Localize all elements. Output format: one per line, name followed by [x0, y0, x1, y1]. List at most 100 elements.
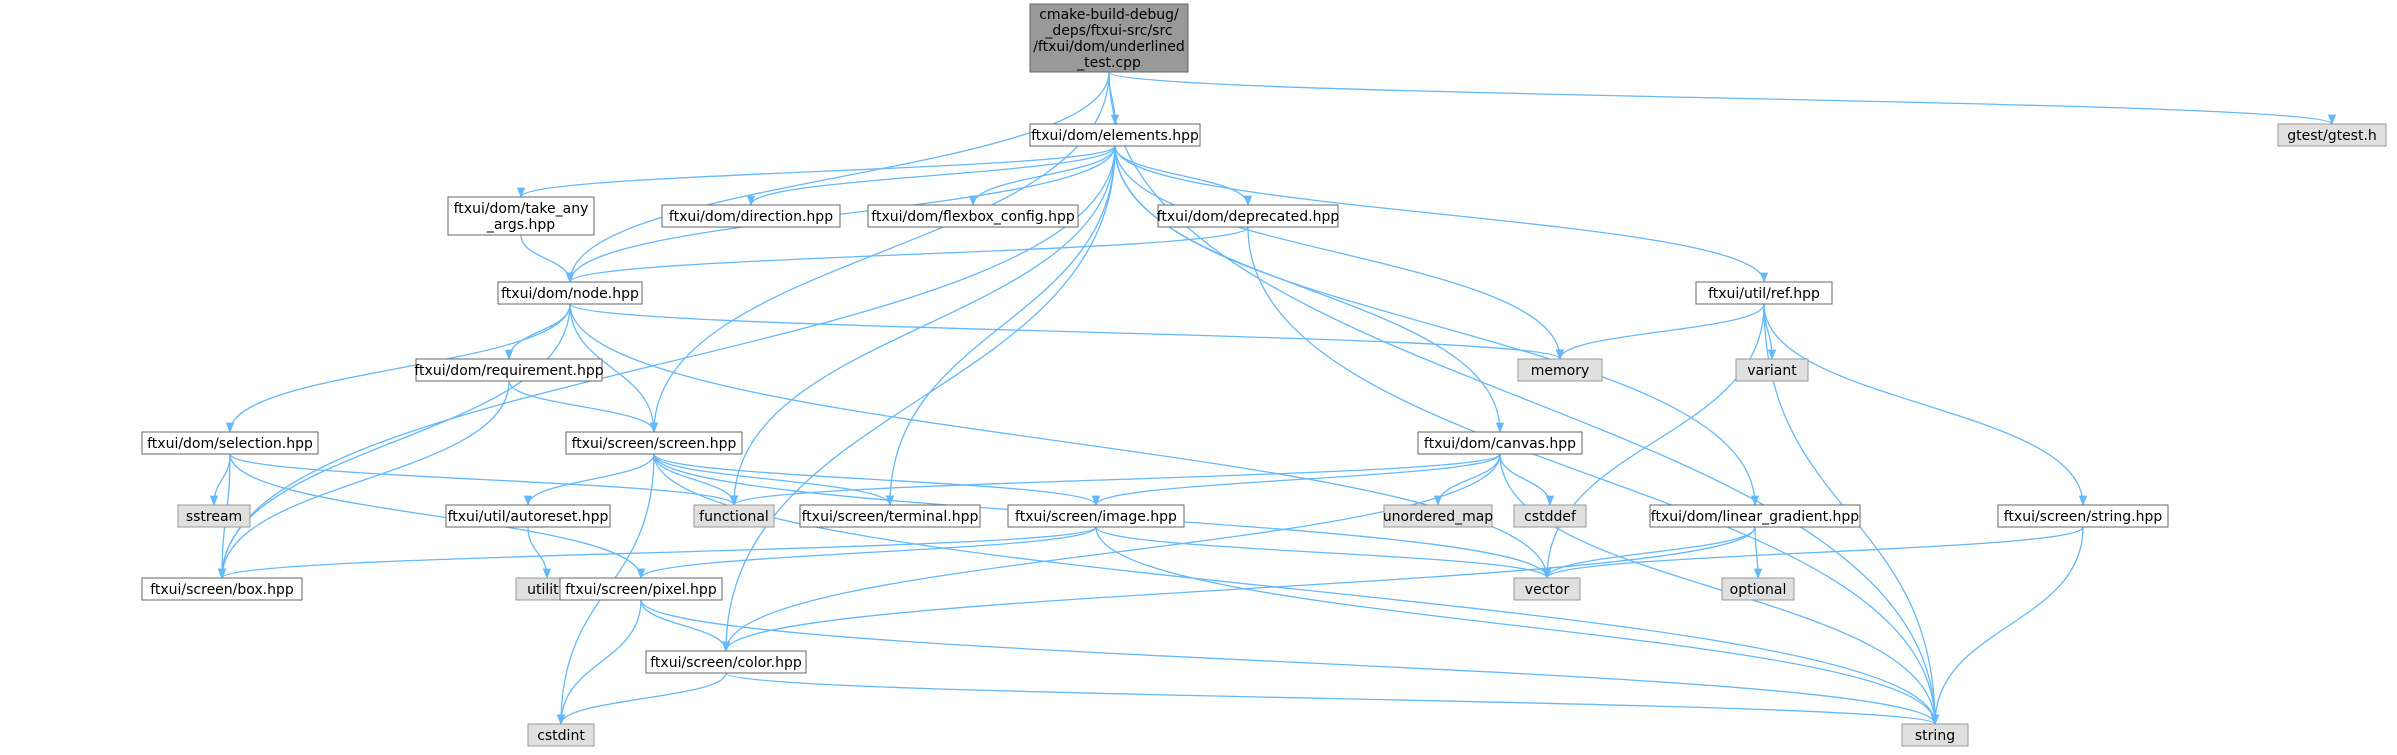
- node-elements[interactable]: ftxui/dom/elements.hpp: [1029, 123, 1201, 147]
- node-deprecated-box: [1157, 204, 1339, 228]
- edge-elements-to-terminal: [885, 145, 1116, 507]
- edge-deprecated-to-node: [566, 226, 1249, 284]
- node-gtest: gtest/gtest.h: [2277, 123, 2387, 147]
- node-vector-label-0: vector: [1525, 582, 1570, 598]
- node-functional: functional: [693, 504, 775, 528]
- node-elements-box: [1029, 123, 1201, 147]
- node-gtest-label-0: gtest/gtest.h: [2287, 128, 2377, 144]
- node-autoreset-label-0: ftxui/util/autoreset.hpp: [448, 509, 609, 525]
- node-functional-label-0: functional: [699, 509, 769, 525]
- node-string_hpp[interactable]: ftxui/screen/string.hpp: [1997, 504, 2169, 528]
- node-underlined_test-label-2: /ftxui/dom/underlined: [1033, 39, 1185, 55]
- edge-canvas-to-cstddef: [1499, 453, 1555, 507]
- node-autoreset[interactable]: ftxui/util/autoreset.hpp: [445, 504, 611, 528]
- edge-deprecated-to-string: [1247, 226, 1940, 726]
- node-node[interactable]: ftxui/dom/node.hpp: [497, 281, 643, 305]
- node-requirement-box: [415, 358, 603, 382]
- node-take_any_args-box: [447, 196, 595, 236]
- node-autoreset-box: [445, 504, 611, 528]
- node-string: string: [1901, 723, 1969, 747]
- node-take_any_args-label-1: _args.hpp: [486, 217, 555, 233]
- edge-linear_gradient-to-vector: [1542, 526, 1756, 580]
- edge-linear_gradient-to-color: [721, 526, 1756, 653]
- node-color-label-0: ftxui/screen/color.hpp: [650, 655, 802, 671]
- node-direction[interactable]: ftxui/dom/direction.hpp: [661, 204, 841, 228]
- edge-elements-to-memory: [1114, 145, 1565, 361]
- edge-node-to-box: [217, 303, 571, 580]
- edge-screen-to-terminal: [653, 453, 895, 507]
- node-box[interactable]: ftxui/screen/box.hpp: [141, 577, 303, 601]
- node-optional-label-0: optional: [1730, 582, 1787, 598]
- node-image[interactable]: ftxui/screen/image.hpp: [1007, 504, 1185, 528]
- edge-color-to-cstdint: [556, 672, 727, 726]
- node-unordered_map-label-0: unordered_map: [1383, 509, 1493, 525]
- node-underlined_test: cmake-build-debug/_deps/ftxui-src/src/ft…: [1029, 3, 1189, 73]
- node-terminal-box: [799, 504, 981, 528]
- node-linear_gradient[interactable]: ftxui/dom/linear_gradient.hpp: [1649, 504, 1861, 528]
- edge-node-to-requirement: [504, 303, 571, 361]
- edge-selection-to-functional: [229, 453, 738, 507]
- node-cstddef: cstddef: [1513, 504, 1587, 528]
- edge-elements-to-linear_gradient: [1114, 145, 1760, 507]
- node-direction-label-0: ftxui/dom/direction.hpp: [669, 209, 833, 225]
- node-linear_gradient-box: [1649, 504, 1861, 528]
- edge-elements-to-canvas: [1114, 145, 1505, 434]
- node-variant-label-0: variant: [1747, 363, 1797, 379]
- node-box-label-0: ftxui/screen/box.hpp: [150, 582, 294, 598]
- edge-elements-to-direction: [746, 145, 1116, 207]
- node-ref[interactable]: ftxui/util/ref.hpp: [1695, 281, 1833, 305]
- node-sstream-box: [177, 504, 251, 528]
- node-flexbox_config-box: [867, 204, 1079, 228]
- node-sstream-label-0: sstream: [186, 509, 242, 525]
- node-gtest-box: [2277, 123, 2387, 147]
- node-pixel-label-0: ftxui/screen/pixel.hpp: [565, 582, 717, 598]
- edge-elements-to-ref: [1114, 145, 1769, 284]
- node-terminal[interactable]: ftxui/screen/terminal.hpp: [799, 504, 981, 528]
- node-deprecated[interactable]: ftxui/dom/deprecated.hpp: [1157, 204, 1340, 228]
- edges-layer: [209, 71, 2336, 726]
- node-selection[interactable]: ftxui/dom/selection.hpp: [141, 431, 319, 455]
- node-pixel-box: [559, 577, 723, 601]
- node-color-box: [645, 650, 807, 674]
- edge-canvas-to-functional: [730, 453, 1501, 507]
- edge-requirement-to-box: [217, 380, 510, 580]
- edge-elements-to-node: [565, 145, 1116, 284]
- edge-image-to-vector: [1095, 526, 1551, 580]
- node-string-label-0: string: [1915, 728, 1955, 744]
- node-variant: variant: [1735, 358, 1809, 382]
- node-deprecated-label-0: ftxui/dom/deprecated.hpp: [1157, 209, 1340, 225]
- node-ref-box: [1695, 281, 1833, 305]
- node-color[interactable]: ftxui/screen/color.hpp: [645, 650, 807, 674]
- edge-pixel-to-color: [640, 599, 731, 653]
- node-take_any_args[interactable]: ftxui/dom/take_any_args.hpp: [447, 196, 595, 236]
- node-requirement-label-0: ftxui/dom/requirement.hpp: [414, 363, 603, 379]
- node-screen[interactable]: ftxui/screen/screen.hpp: [565, 431, 743, 455]
- node-string_hpp-box: [1997, 504, 2169, 528]
- node-flexbox_config[interactable]: ftxui/dom/flexbox_config.hpp: [867, 204, 1079, 228]
- edge-elements-to-take_any_args: [517, 145, 1116, 199]
- node-linear_gradient-label-0: ftxui/dom/linear_gradient.hpp: [1651, 509, 1860, 525]
- edge-elements-to-functional: [729, 145, 1116, 507]
- node-functional-box: [693, 504, 775, 528]
- node-cstdint-label-0: cstdint: [537, 728, 585, 744]
- edge-requirement-to-screen: [508, 380, 659, 434]
- node-image-label-0: ftxui/screen/image.hpp: [1015, 509, 1177, 525]
- edge-string_hpp-to-vector: [1543, 526, 2084, 580]
- node-utility-label-0: utility: [527, 582, 567, 598]
- node-pixel[interactable]: ftxui/screen/pixel.hpp: [559, 577, 723, 601]
- node-direction-box: [661, 204, 841, 228]
- node-canvas[interactable]: ftxui/dom/canvas.hpp: [1417, 431, 1583, 455]
- edge-string_hpp-to-string: [1930, 526, 2084, 726]
- edge-ref-to-vector: [1542, 303, 1765, 580]
- node-memory-label-0: memory: [1531, 363, 1590, 379]
- edge-pixel-to-string: [640, 599, 1939, 726]
- node-cstddef-label-0: cstddef: [1524, 509, 1577, 525]
- edge-node-to-screen: [569, 303, 659, 434]
- node-memory: memory: [1517, 358, 1603, 382]
- node-sstream: sstream: [177, 504, 251, 528]
- node-canvas-label-0: ftxui/dom/canvas.hpp: [1424, 436, 1576, 452]
- edge-screen-to-image: [653, 453, 1100, 507]
- node-ref-label-0: ftxui/util/ref.hpp: [1708, 286, 1820, 302]
- node-requirement[interactable]: ftxui/dom/requirement.hpp: [414, 358, 604, 382]
